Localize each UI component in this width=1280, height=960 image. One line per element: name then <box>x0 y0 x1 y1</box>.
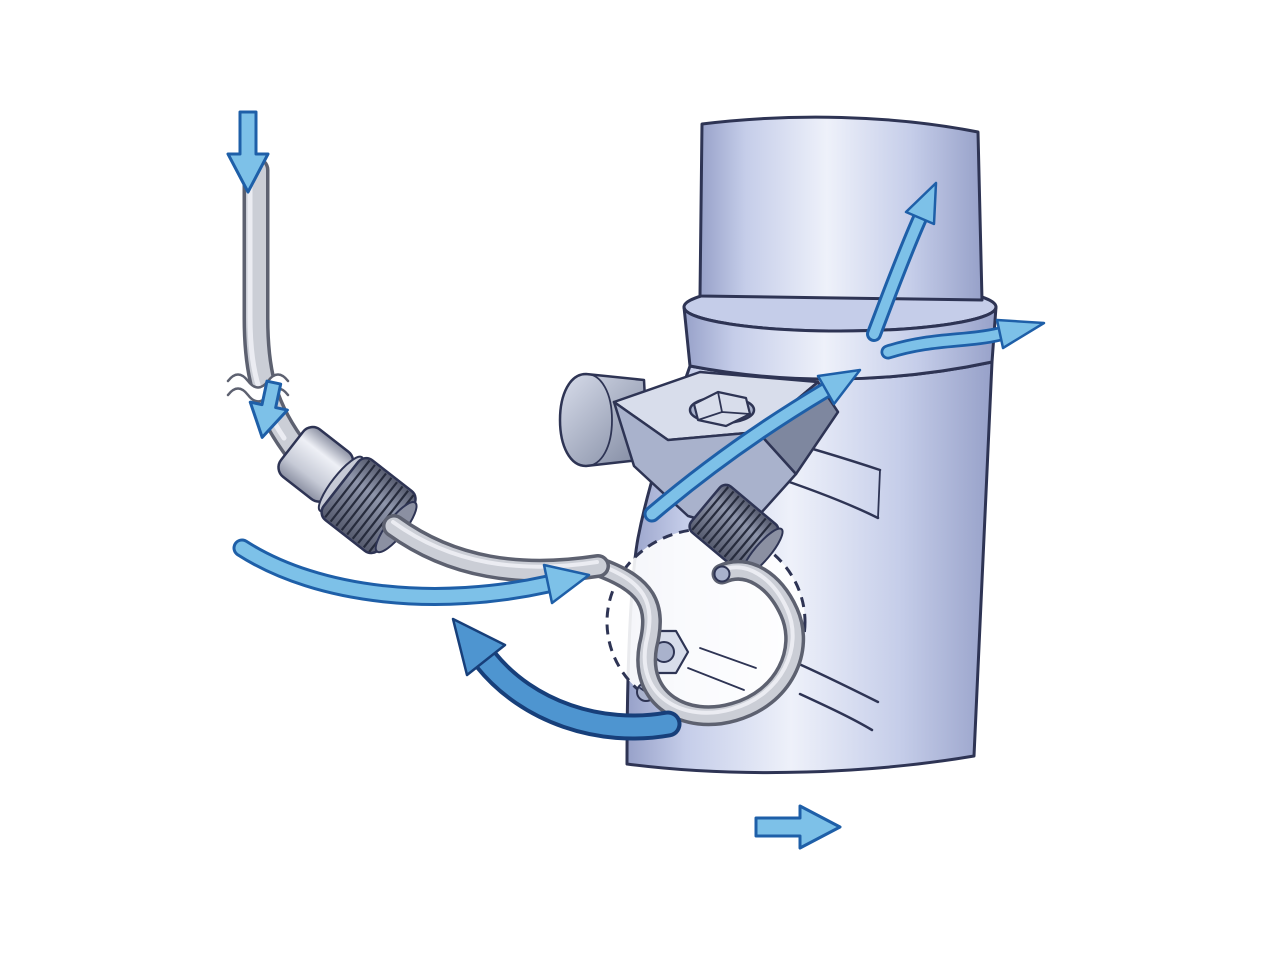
arrow-along-cable-head <box>542 563 591 605</box>
barrel-ridge <box>696 490 735 536</box>
ferrule-ridge <box>357 485 404 544</box>
ferrule-ridge <box>346 477 393 536</box>
clamp-lower-strap-line-2 <box>798 692 874 732</box>
clamp-arm-edge-line <box>877 469 881 519</box>
arrow-out-right-core <box>883 329 1005 357</box>
arrow-loop-back <box>451 617 682 741</box>
arrows <box>226 110 1046 850</box>
arrow-down-entry-shape <box>226 110 270 194</box>
arrow-along-cable-core <box>235 541 555 603</box>
clamp-bolt <box>688 390 756 428</box>
barrel-ridge <box>723 513 762 558</box>
arrow-loop-back-core <box>476 650 678 737</box>
barrel-ridge <box>691 486 730 531</box>
arrow-up-through-clamp-head <box>816 368 862 406</box>
collar-band <box>682 305 998 381</box>
arrow-along-cable <box>232 538 591 606</box>
ferrule-ridge <box>329 464 376 523</box>
barrel-ridge <box>728 517 767 563</box>
mechanism-edge-line-1 <box>699 647 757 669</box>
ferrule-ridge <box>351 481 398 540</box>
arrow-up-tube-head <box>904 181 938 226</box>
arrow-down-bend-shape <box>248 379 289 439</box>
clamp-left-boss-cap-line <box>585 373 613 467</box>
cable-break-gap <box>222 376 294 400</box>
mechanism-edge-line-2 <box>687 667 745 691</box>
barrel-ridge <box>712 504 751 549</box>
arrow-out-right <box>880 318 1046 360</box>
arrow-up-tube-core <box>869 213 925 339</box>
cable-loop <box>585 555 806 727</box>
arrow-out-right-head <box>995 318 1046 350</box>
cable-loop-end-cap <box>713 565 731 583</box>
barrel-ridge <box>718 508 756 554</box>
arrow-forward-shape <box>754 804 842 850</box>
barrel-ridge <box>702 495 740 540</box>
ferrule-ridge <box>335 468 382 527</box>
cable-lower-fill <box>385 517 607 580</box>
cable-break-edge-top <box>226 373 290 389</box>
cable-assembly <box>222 156 610 583</box>
cable-upper-fill <box>246 160 308 462</box>
cable-lower <box>382 514 610 583</box>
arrow-forward <box>754 804 842 850</box>
tube-upper <box>698 115 984 302</box>
arrow-up-tube <box>866 181 938 342</box>
ferrule-ridge <box>324 459 371 518</box>
arrow-up-through-clamp <box>643 368 862 523</box>
ferrule <box>277 425 418 555</box>
arrow-loop-back-head <box>451 617 507 677</box>
ferrule-ridge <box>340 472 387 531</box>
cable-lower-highlight <box>391 520 599 569</box>
hex-bolt-facet-line-2 <box>717 391 723 413</box>
clamp-barrel <box>688 483 784 577</box>
clamp-barrel-ridges <box>691 486 772 567</box>
arrow-down-entry <box>226 110 270 194</box>
barrel-ridge <box>707 499 746 545</box>
barrel-ridge <box>734 522 772 567</box>
arrow-down-bend <box>248 379 289 439</box>
arrow-up-through-clamp-core <box>646 384 832 520</box>
cable-loop-highlight <box>592 561 795 715</box>
